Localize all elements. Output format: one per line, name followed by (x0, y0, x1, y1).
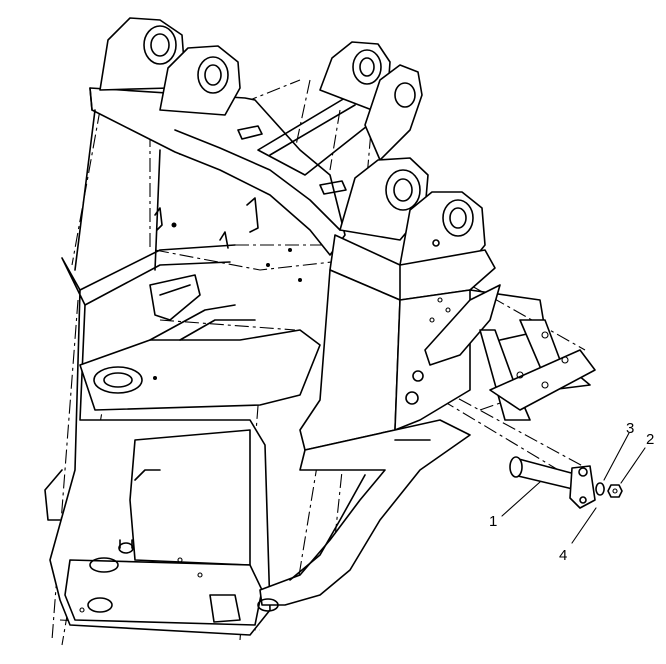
lower-right-clevis (339, 157, 486, 271)
top-cross-member (74, 87, 401, 271)
right-bracket-plate (424, 284, 596, 421)
callout-2: 2 (646, 431, 654, 448)
callout-3: 3 (626, 420, 634, 437)
left-side-frame (49, 197, 302, 636)
callout-labels: 1 2 3 4 (489, 420, 654, 564)
upper-right-clevis (319, 41, 423, 161)
lower-cross-beam (79, 304, 321, 411)
washer (595, 482, 605, 496)
callout-1: 1 (489, 513, 497, 530)
bolt-head (607, 484, 623, 498)
callout-4: 4 (559, 547, 567, 564)
callout-leaders (501, 432, 646, 544)
pin-assembly (509, 456, 623, 509)
lower-frame (44, 469, 263, 626)
upper-left-clevis (99, 17, 241, 116)
pin-flange (569, 465, 596, 509)
diagonal-arm (257, 419, 471, 612)
